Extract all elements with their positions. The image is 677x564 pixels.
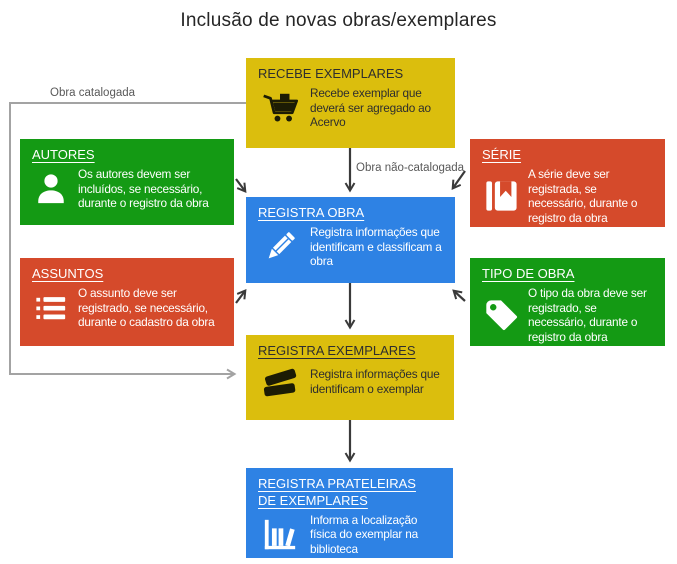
person-icon <box>32 172 70 206</box>
node-assuntos: ASSUNTOS O assunto deve ser registrado, … <box>20 258 234 346</box>
node-serie: SÉRIE A série deve ser registrada, se ne… <box>470 139 665 227</box>
cart-icon <box>258 90 302 126</box>
edge-label-obra-nao-catalogada: Obra não-catalogada <box>356 162 465 174</box>
pencil-icon <box>258 228 302 266</box>
bookshelf-icon <box>258 517 302 553</box>
tag-icon <box>482 297 520 333</box>
node-registra-exemplares-title: REGISTRA EXEMPLARES <box>258 343 416 358</box>
edge-label-obra-catalogada: Obra catalogada <box>50 87 136 99</box>
node-autores: AUTORES Os autores devem ser incluídos, … <box>20 139 234 225</box>
node-registra-exemplares: REGISTRA EXEMPLARES Registra informações… <box>246 335 454 420</box>
book-bookmark-icon <box>482 179 520 213</box>
node-assuntos-title: ASSUNTOS <box>32 266 104 281</box>
node-registra-prateleiras-title: REGISTRA PRATELEIRAS DE EXEMPLARES <box>258 476 416 508</box>
node-registra-prateleiras-text: Informa a localização física do exemplar… <box>310 512 418 557</box>
node-registra-obra-title: REGISTRA OBRA <box>258 205 365 220</box>
node-tipo-de-obra: TIPO DE OBRA O tipo da obra deve ser reg… <box>470 258 665 346</box>
node-tipo-de-obra-title: TIPO DE OBRA <box>482 266 575 281</box>
node-autores-text: Os autores devem ser incluídos, se neces… <box>78 166 209 211</box>
node-recebe-exemplares-text: Recebe exemplar que deverá ser agregado … <box>310 85 431 130</box>
page-title: Inclusão de novas obras/exemplares <box>180 10 497 31</box>
node-registra-obra-text: Registra informações que identificam e c… <box>310 224 442 269</box>
edge-assuntos-to-obra <box>235 289 247 304</box>
node-serie-text: A série deve ser registrada, se necessár… <box>528 166 638 225</box>
node-recebe-exemplares: RECEBE EXEMPLARES Recebe exemplar que de… <box>246 58 455 148</box>
edge-autores-to-obra <box>235 178 247 193</box>
node-tipo-de-obra-text: O tipo da obra deve ser registrado, se n… <box>528 285 647 344</box>
node-autores-title: AUTORES <box>32 147 95 162</box>
node-registra-prateleiras: REGISTRA PRATELEIRAS DE EXEMPLARES Infor… <box>246 468 453 558</box>
node-registra-obra: REGISTRA OBRA Registra informações que i… <box>246 197 455 283</box>
node-serie-title: SÉRIE <box>482 147 522 162</box>
edge-tipo-to-obra <box>452 289 466 302</box>
node-assuntos-text: O assunto deve ser registrado, se necess… <box>78 285 215 330</box>
node-registra-exemplares-text: Registra informações que identificam o e… <box>310 367 440 396</box>
bullet-list-icon <box>32 291 70 325</box>
books-stack-icon <box>258 363 302 401</box>
node-recebe-exemplares-title: RECEBE EXEMPLARES <box>258 66 404 81</box>
